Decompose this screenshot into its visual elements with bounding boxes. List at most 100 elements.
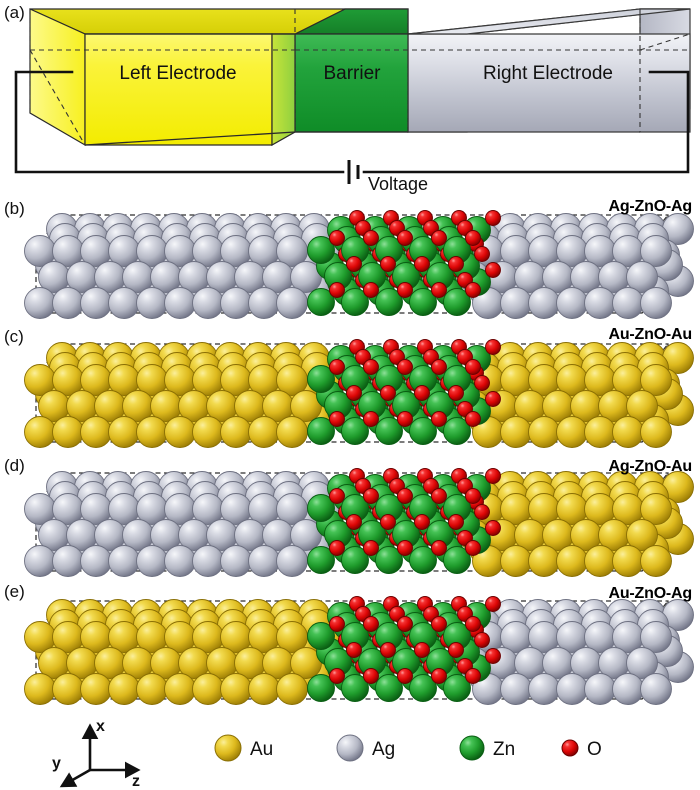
atom-zn — [409, 546, 437, 574]
axis-z-label: z — [132, 773, 140, 790]
atom-ag — [276, 287, 308, 319]
panel-title-b: Ag-ZnO-Ag — [608, 198, 692, 215]
atom-au — [80, 416, 112, 448]
atom-au — [220, 416, 252, 448]
atom-o — [397, 359, 413, 375]
axis-y-label: y — [52, 755, 61, 772]
atom-au — [612, 416, 644, 448]
atom-ag — [80, 287, 112, 319]
barrier-atoms-zno — [307, 468, 501, 574]
atom-o — [363, 359, 379, 375]
atom-zn — [307, 546, 335, 574]
atom-o — [465, 359, 481, 375]
left-electrode-label: Left Electrode — [119, 63, 236, 84]
panel-label-a: (a) — [4, 3, 25, 22]
atom-o — [414, 385, 430, 401]
panel-a-schematic: Left Electrode Barrier Right Electrode V… — [14, 8, 691, 194]
atom-ag — [24, 545, 56, 577]
atom-au — [276, 673, 308, 705]
atom-au — [500, 416, 532, 448]
atom-zn — [375, 546, 403, 574]
atom-ag — [192, 545, 224, 577]
atom-ag — [626, 261, 658, 293]
barrier-atoms-zno — [307, 339, 501, 445]
atom-zn — [307, 236, 335, 264]
panel-b-structure — [24, 210, 694, 319]
atom-o — [465, 488, 481, 504]
atom-o — [485, 596, 501, 612]
atom-zn — [341, 546, 369, 574]
atom-o — [485, 210, 501, 226]
legend-label-ag: Ag — [372, 739, 395, 760]
schematic-hidden-edges — [29, 9, 691, 146]
barrier-atoms-zno — [307, 210, 501, 316]
atom-o — [414, 514, 430, 530]
atom-o — [329, 230, 345, 246]
atom-o — [485, 262, 501, 278]
atom-o — [465, 230, 481, 246]
atom-o — [485, 468, 501, 484]
atom-au — [528, 416, 560, 448]
atom-au — [584, 545, 616, 577]
legend-item-o: O — [561, 739, 602, 760]
atom-zn — [307, 365, 335, 393]
atom-ag — [500, 673, 532, 705]
panel-title-e: Au-ZnO-Ag — [608, 585, 692, 602]
atom-zn — [375, 288, 403, 316]
legend-swatch-ag — [336, 734, 364, 762]
atom-au — [164, 673, 196, 705]
legend-swatch-au — [214, 734, 242, 762]
atom-ag — [612, 673, 644, 705]
atom-o — [346, 385, 362, 401]
atom-ag — [640, 673, 672, 705]
panel-label-d: (d) — [4, 456, 25, 475]
panel-d-structure — [24, 468, 694, 577]
atom-o — [485, 520, 501, 536]
atom-o — [474, 246, 490, 262]
atom-o — [431, 359, 447, 375]
left-electrode-front-face — [84, 33, 273, 146]
atom-o — [363, 282, 379, 298]
panel-c-structure — [24, 339, 694, 448]
atom-o — [329, 668, 345, 684]
atom-o — [414, 256, 430, 272]
atom-ag — [640, 621, 672, 653]
atom-o — [346, 514, 362, 530]
atom-ag — [276, 545, 308, 577]
atom-o — [329, 359, 345, 375]
atom-ag — [612, 287, 644, 319]
atom-au — [164, 416, 196, 448]
atom-o — [363, 411, 379, 427]
atom-ag — [528, 287, 560, 319]
panel-label-e: (e) — [4, 582, 25, 601]
atom-o — [465, 540, 481, 556]
atom-ag — [584, 287, 616, 319]
atom-au — [640, 364, 672, 396]
atom-o — [431, 411, 447, 427]
atom-o — [363, 668, 379, 684]
atom-ag — [164, 545, 196, 577]
atom-au — [626, 519, 658, 551]
atom-o — [474, 375, 490, 391]
atom-zn — [443, 288, 471, 316]
atom-o — [380, 642, 396, 658]
panel-title-d: Ag-ZnO-Au — [608, 458, 692, 475]
atom-zn — [375, 674, 403, 702]
atom-ag — [500, 287, 532, 319]
left-electrode-bottom-edge — [84, 131, 296, 146]
atom-o — [431, 488, 447, 504]
atom-zn — [443, 674, 471, 702]
atom-au — [52, 673, 84, 705]
atom-o — [397, 411, 413, 427]
atom-au — [24, 673, 56, 705]
atom-ag — [556, 287, 588, 319]
barrier-label: Barrier — [323, 63, 381, 84]
atom-o — [465, 668, 481, 684]
atom-o — [431, 616, 447, 632]
atom-o — [397, 488, 413, 504]
atom-ag — [52, 545, 84, 577]
legend-label-au: Au — [250, 739, 273, 760]
atom-ag — [626, 647, 658, 679]
legend-item-ag: Ag — [336, 734, 395, 762]
